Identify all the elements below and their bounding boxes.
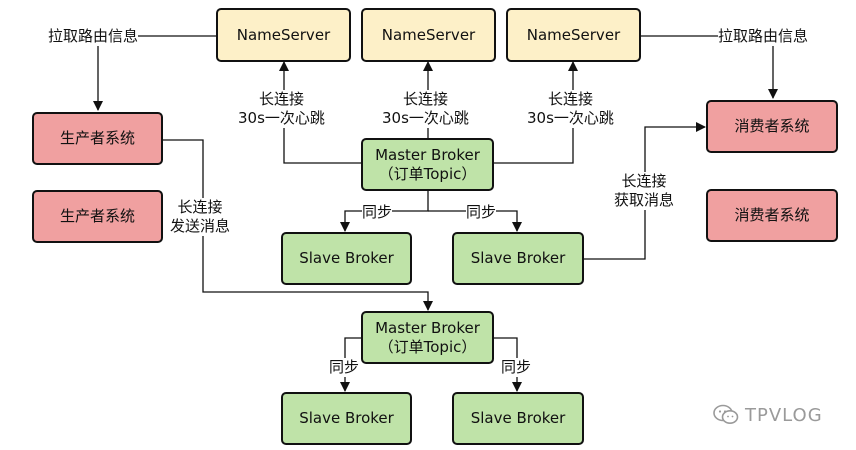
- slave-3-label: Slave Broker: [299, 409, 394, 427]
- consumer-1-label: 消费者系统: [734, 117, 810, 135]
- slave-1-label: Slave Broker: [299, 249, 394, 267]
- slave-broker-4: Slave Broker: [452, 392, 584, 445]
- producer-system-1: 生产者系统: [32, 112, 163, 165]
- label-sync-4: 同步: [501, 358, 532, 377]
- slave-broker-1: Slave Broker: [281, 232, 412, 285]
- label-pull-route-left: 拉取路由信息: [48, 27, 139, 46]
- master-1-line1: Master Broker: [375, 145, 480, 164]
- master-2-line2: （订单Topic）: [378, 337, 477, 356]
- wechat-icon: [713, 404, 739, 424]
- watermark: TPVLOG: [713, 404, 823, 426]
- master-broker-1: Master Broker （订单Topic）: [361, 138, 494, 191]
- label-fetch-message: 长连接 获取消息: [614, 172, 675, 210]
- master-broker-2: Master Broker （订单Topic）: [361, 311, 494, 364]
- label-send-message: 长连接 发送消息: [170, 198, 231, 236]
- nameserver-2-label: NameServer: [381, 25, 476, 44]
- producer-2-label: 生产者系统: [59, 207, 135, 225]
- master-2-line1: Master Broker: [375, 318, 480, 337]
- watermark-text: TPVLOG: [745, 404, 823, 426]
- producer-1-label: 生产者系统: [59, 129, 135, 147]
- label-pull-route-right: 拉取路由信息: [718, 27, 809, 46]
- producer-system-2: 生产者系统: [32, 190, 163, 243]
- slave-4-label: Slave Broker: [470, 409, 566, 427]
- label-sync-2: 同步: [466, 203, 497, 222]
- nameserver-1: NameServer: [216, 8, 351, 62]
- consumer-system-2: 消费者系统: [706, 189, 838, 242]
- slave-broker-3: Slave Broker: [281, 392, 412, 445]
- edge-master-slave2: [428, 210, 522, 232]
- slave-broker-2: Slave Broker: [452, 232, 584, 285]
- nameserver-2: NameServer: [361, 8, 496, 62]
- nameserver-3: NameServer: [506, 8, 641, 62]
- consumer-2-label: 消费者系统: [734, 206, 810, 224]
- label-heartbeat-1: 长连接 30s一次心跳: [238, 90, 325, 128]
- consumer-system-1: 消费者系统: [706, 100, 838, 153]
- label-sync-1: 同步: [362, 203, 393, 222]
- label-sync-3: 同步: [329, 358, 360, 377]
- label-heartbeat-3: 长连接 30s一次心跳: [527, 90, 614, 128]
- nameserver-3-label: NameServer: [526, 25, 621, 44]
- edge-ns1-producer: [93, 35, 216, 111]
- master-1-line2: （订单Topic）: [378, 164, 477, 183]
- label-heartbeat-2: 长连接 30s一次心跳: [382, 90, 469, 128]
- slave-2-label: Slave Broker: [470, 249, 566, 267]
- nameserver-1-label: NameServer: [236, 25, 331, 44]
- edge-producer-master2: [163, 139, 433, 311]
